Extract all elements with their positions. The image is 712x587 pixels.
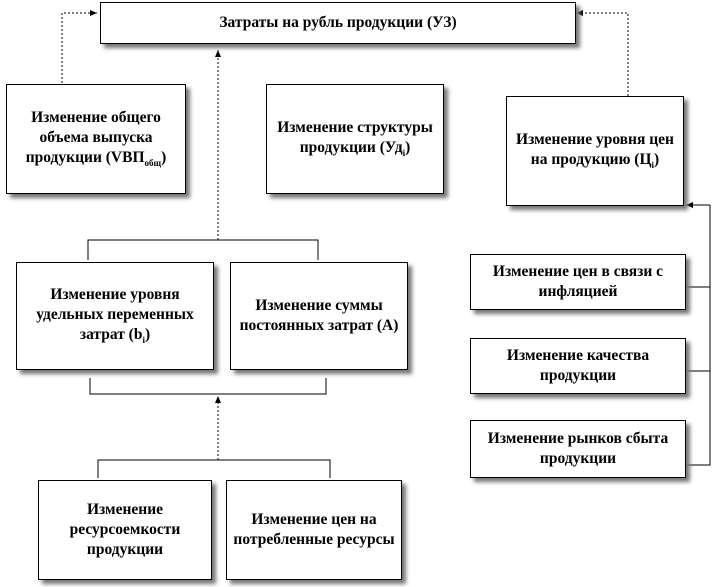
node-price-level: Изменение уровня цен на продукцию (Цi) <box>506 96 684 206</box>
node-output-volume: Изменение общего объема выпуска продукци… <box>6 84 186 194</box>
connector-prices-to-top <box>576 10 629 96</box>
connector-volume-to-top <box>61 10 97 83</box>
connector-price-factors <box>686 205 711 466</box>
node-resource-intensity: Изменение ресурсоемкости продукции <box>38 480 212 580</box>
node-product-structure: Изменение структуры продукции (Удi) <box>266 84 444 194</box>
node-sales-markets: Изменение рынков сбыта продукции <box>470 420 686 478</box>
bracket-resource-group <box>97 459 331 478</box>
bracket-cost-bottom <box>89 378 327 395</box>
node-inflation-prices: Изменение цен в связи с инфляцией <box>470 254 686 310</box>
node-product-quality: Изменение качества продукции <box>470 338 686 394</box>
node-cost-per-ruble: Затраты на рубль продукции (УЗ) <box>100 2 576 44</box>
node-variable-costs: Изменение уровня удельных переменных зат… <box>16 262 214 370</box>
node-resource-prices: Изменение цен на потребленные ресурсы <box>226 480 402 580</box>
bracket-cost-group <box>87 239 319 260</box>
node-fixed-costs: Изменение суммы постоянных затрат (А) <box>230 262 408 370</box>
